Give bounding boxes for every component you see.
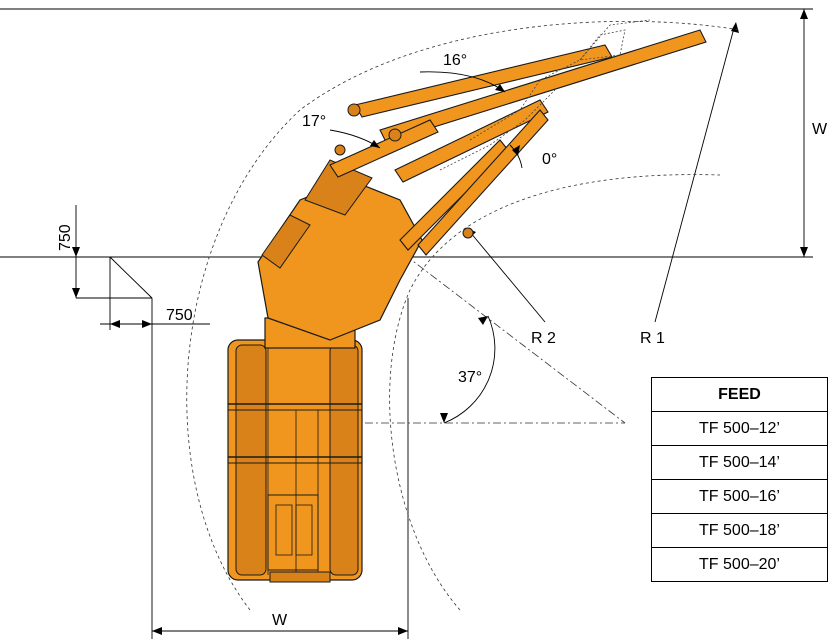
diagram-labels: 16° 17° 0° 37° R 2 R 1 W W 750 750 [57, 52, 828, 629]
feed-table-row: TF 500–12’ [651, 411, 828, 446]
radius-label-r1: R 1 [640, 330, 665, 347]
clearance-label-horizontal: 750 [166, 307, 193, 324]
width-label-w: W [272, 612, 288, 629]
feed-table: FEED TF 500–12’ TF 500–14’ TF 500–16’ TF… [651, 377, 828, 582]
boom-base [257, 159, 423, 349]
boom-arms [329, 19, 707, 256]
clearance-label-vertical: 750 [57, 224, 74, 251]
feed-table-row: TF 500–18’ [651, 513, 828, 548]
radius-label-r2: R 2 [531, 330, 556, 347]
angle-label-17: 17° [302, 113, 326, 130]
feed-table-row: TF 500–20’ [651, 547, 828, 582]
angle-label-37: 37° [458, 369, 482, 386]
angle-label-0: 0° [542, 151, 557, 168]
feed-table-row: TF 500–16’ [651, 479, 828, 514]
feed-table-row: TF 500–14’ [651, 445, 828, 480]
carrier-body [227, 339, 363, 583]
angle-label-16: 16° [443, 52, 467, 69]
feed-table-header: FEED [651, 377, 828, 412]
swing-envelopes [186, 20, 741, 611]
angle-arcs [329, 71, 523, 169]
height-label-w: W [812, 121, 828, 138]
